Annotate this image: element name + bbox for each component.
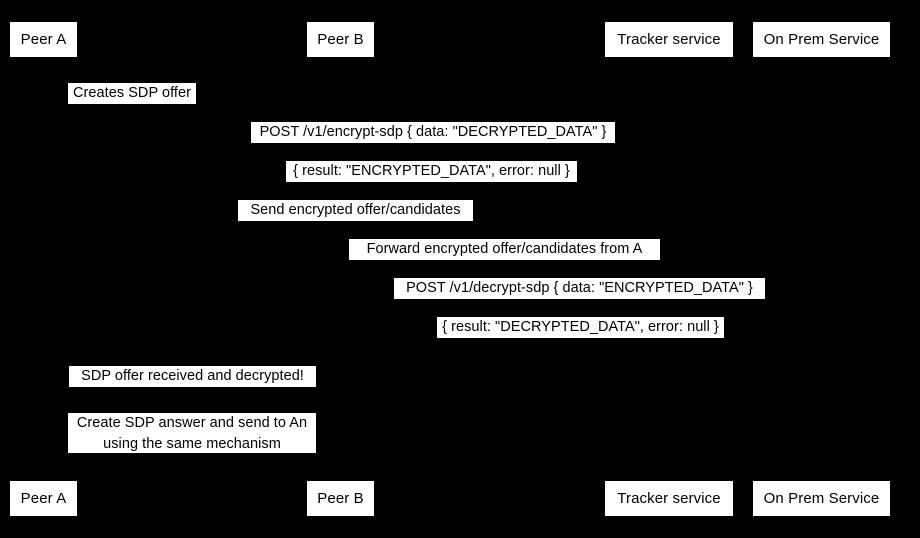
message-line-forward-encrypted-offer bbox=[349, 260, 660, 261]
participant-footer-tracker-service[interactable]: Tracker service bbox=[605, 481, 733, 516]
message-label-post-encrypt-sdp: POST /v1/encrypt-sdp { data: "DECRYPTED_… bbox=[251, 122, 615, 143]
participant-label: Peer A bbox=[20, 31, 67, 48]
participant-footer-peer-b[interactable]: Peer B bbox=[307, 481, 374, 516]
message-label-encrypt-sdp-result: { result: "ENCRYPTED_DATA", error: null … bbox=[286, 161, 577, 182]
message-label-forward-encrypted-offer: Forward encrypted offer/candidates from … bbox=[349, 239, 660, 260]
participant-label: Peer B bbox=[317, 31, 364, 48]
message-line-creates-sdp-offer bbox=[68, 104, 196, 105]
message-line-decrypt-sdp-result bbox=[437, 338, 724, 339]
participant-label: Peer B bbox=[317, 490, 364, 507]
message-label-create-sdp-answer: Create SDP answer and send to An using t… bbox=[68, 413, 316, 453]
lifeline-on-prem-service bbox=[822, 57, 823, 481]
participant-label: On Prem Service bbox=[763, 31, 880, 48]
message-line-post-decrypt-sdp bbox=[394, 299, 765, 300]
message-line-send-encrypted-offer bbox=[238, 221, 473, 222]
lifeline-peer-b bbox=[341, 57, 342, 481]
message-line-encrypt-sdp-result bbox=[286, 182, 577, 183]
participant-header-peer-a[interactable]: Peer A bbox=[10, 22, 77, 57]
lifeline-tracker-service bbox=[669, 57, 670, 481]
message-label-creates-sdp-offer: Creates SDP offer bbox=[68, 83, 196, 104]
lifeline-peer-a bbox=[44, 57, 45, 481]
participant-footer-on-prem-service[interactable]: On Prem Service bbox=[753, 481, 890, 516]
message-label-send-encrypted-offer: Send encrypted offer/candidates bbox=[238, 200, 473, 221]
participant-footer-peer-a[interactable]: Peer A bbox=[10, 481, 77, 516]
participant-label: On Prem Service bbox=[763, 490, 880, 507]
message-label-post-decrypt-sdp: POST /v1/decrypt-sdp { data: "ENCRYPTED_… bbox=[394, 278, 765, 299]
message-line-create-sdp-answer bbox=[68, 453, 316, 454]
message-label-sdp-offer-received: SDP offer received and decrypted! bbox=[69, 366, 316, 387]
participant-header-tracker-service[interactable]: Tracker service bbox=[605, 22, 733, 57]
message-line-sdp-offer-received bbox=[69, 387, 316, 388]
participant-label: Tracker service bbox=[617, 31, 721, 48]
message-line-post-encrypt-sdp bbox=[251, 143, 615, 144]
participant-label: Peer A bbox=[20, 490, 67, 507]
participant-label: Tracker service bbox=[617, 490, 721, 507]
message-label-decrypt-sdp-result: { result: "DECRYPTED_DATA", error: null … bbox=[437, 317, 724, 338]
participant-header-peer-b[interactable]: Peer B bbox=[307, 22, 374, 57]
participant-header-on-prem-service[interactable]: On Prem Service bbox=[753, 22, 890, 57]
